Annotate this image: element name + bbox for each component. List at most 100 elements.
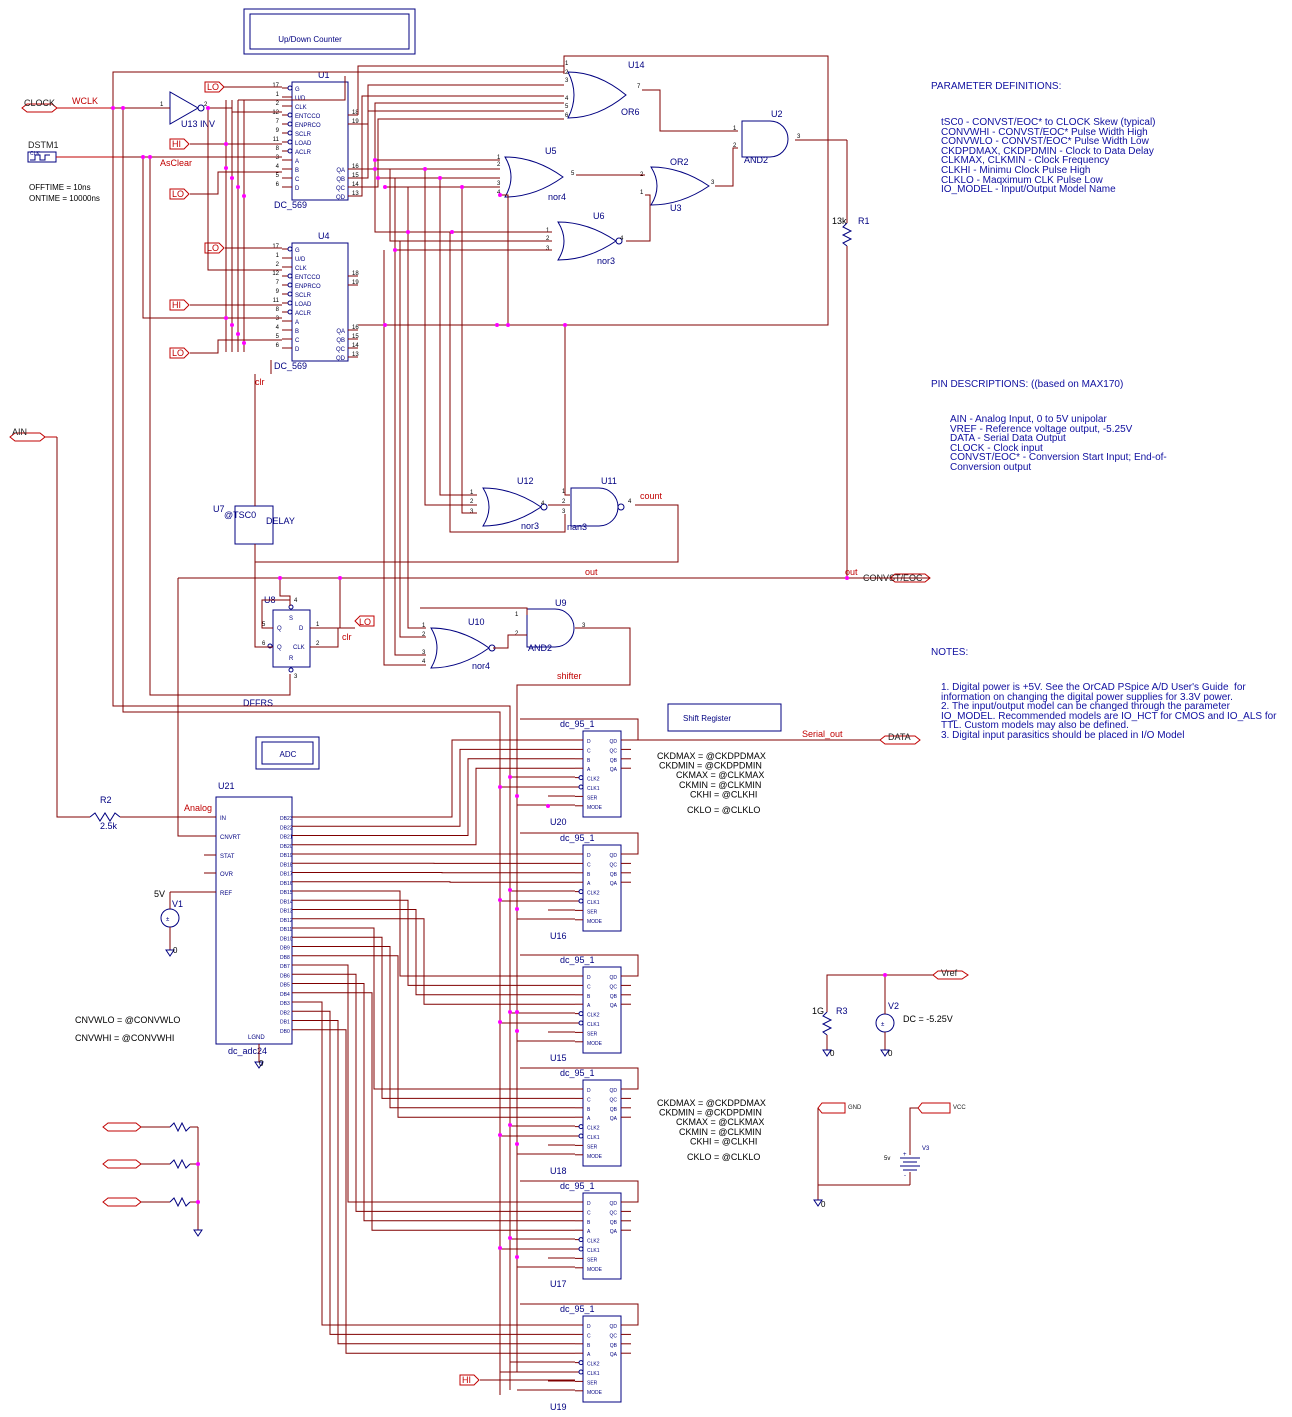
shifter-wire bbox=[516, 627, 631, 1372]
u1-counter-pin-num-8: 3 bbox=[276, 155, 280, 161]
sr-5-lpin-label-5: CLK1 bbox=[587, 1371, 600, 1377]
u10-in2 bbox=[399, 241, 426, 638]
sr-3-lpin-label-2: B bbox=[587, 1107, 591, 1113]
sr-2-lpin-label-6: SER bbox=[587, 1031, 598, 1037]
sr-params-b-4: CKHI = @CLKHI bbox=[690, 1136, 757, 1146]
sr-0-lpin-label-6: SER bbox=[587, 795, 598, 801]
lo-tie-3-flag bbox=[204, 242, 225, 254]
notes-title: NOTES: bbox=[931, 647, 969, 659]
r2-ref: R2 bbox=[100, 795, 112, 805]
adc-left-label-0: IN bbox=[220, 816, 226, 822]
param-defs-0: tSC0 - CONVST/EOC* to CLOCK Skew (typica… bbox=[941, 116, 1156, 128]
v2-sign: ± bbox=[881, 1022, 885, 1028]
sr-5-rpin-label-2: QB bbox=[610, 1343, 618, 1349]
sr-0-rpin-label-1: QC bbox=[610, 748, 618, 754]
adc-right-label-9: DB14 bbox=[280, 899, 293, 905]
junction-dot-9 bbox=[373, 167, 377, 171]
u10-out bbox=[493, 634, 527, 649]
r1-value: 13k bbox=[832, 216, 847, 226]
u4-counter-type: DC_569 bbox=[274, 361, 307, 371]
sr-5-ref: U19 bbox=[550, 1402, 567, 1412]
db-route-14 bbox=[300, 946, 575, 1109]
lo-tie-4-label: LO bbox=[172, 348, 184, 358]
u4-counter-pin-label-0: G bbox=[295, 248, 300, 254]
db-route-19 bbox=[300, 992, 575, 1231]
inv-out-to-u4 bbox=[207, 108, 282, 271]
sr-5-type: dc_95_1 bbox=[560, 1304, 595, 1314]
u4-counter-bubble-4 bbox=[287, 282, 293, 288]
gnd-symbol bbox=[813, 1199, 823, 1207]
v3-plus: + bbox=[903, 1152, 907, 1158]
u12-in3 bbox=[461, 187, 477, 514]
u4-counter-tpin-num-0: 18 bbox=[352, 271, 359, 277]
pin-desc-1: VREF - Reference voltage output, -5.25V bbox=[950, 423, 1133, 435]
u1-counter-rpin-num-0: 16 bbox=[352, 164, 359, 170]
u4-counter-pin-num-0: 17 bbox=[272, 244, 279, 250]
adc-right-label-18: DB5 bbox=[280, 983, 290, 989]
u1-counter-rpin-label-0: QA bbox=[336, 168, 345, 174]
u6-in1 bbox=[374, 160, 552, 233]
junction-dot-15 bbox=[506, 323, 510, 327]
u1-counter-bubble-6 bbox=[287, 139, 293, 145]
or2-u3-ref: U3 bbox=[670, 203, 682, 213]
param-defs-1: CONVWHI - CONVST/EOC* Pulse Width High bbox=[941, 126, 1148, 138]
v1-ref: V1 bbox=[172, 899, 183, 909]
u4-counter-rpin-num-1: 15 bbox=[352, 334, 359, 340]
u8-r-bubble bbox=[288, 667, 294, 673]
sr-3-lpin-label-4: CLK2 bbox=[587, 1126, 600, 1132]
u4-counter-rpin-num-2: 14 bbox=[352, 343, 359, 349]
db-route-23 bbox=[300, 1029, 575, 1354]
sr-2-bubble-5 bbox=[578, 1020, 584, 1026]
sr-1-lpin-label-0: D bbox=[587, 853, 591, 859]
sr-2-lpin-label-3: A bbox=[587, 1003, 591, 1009]
sr-4-lpin-label-3: A bbox=[587, 1229, 591, 1235]
gate-pin-num-4: 5 bbox=[565, 104, 569, 110]
spare-port-1 bbox=[102, 1159, 142, 1169]
junction-dot-41 bbox=[498, 1020, 502, 1024]
u4-counter-pin-num-2: 2 bbox=[276, 262, 280, 268]
u4-counter-rpin-label-0: QA bbox=[336, 329, 345, 335]
adc-left-label-4: REF bbox=[220, 891, 232, 897]
adc-right-label-8: DB15 bbox=[280, 890, 293, 896]
u1-counter-bubble-7 bbox=[287, 148, 293, 154]
u1-counter-pin-num-3: 12 bbox=[272, 110, 279, 116]
lo-tie-1-flag bbox=[204, 81, 225, 93]
sr-0-lpin-label-1: C bbox=[587, 748, 591, 754]
adc-box-inner bbox=[261, 741, 314, 765]
u1-counter-pin-label-1: U/D bbox=[295, 96, 306, 102]
notes-2: 2. The input/output model can be changed… bbox=[941, 701, 1230, 713]
sr-1-rpin-label-1: QC bbox=[610, 862, 618, 868]
db-route-10 bbox=[300, 909, 575, 996]
u6-in2 bbox=[389, 169, 552, 242]
v3-minus: - bbox=[904, 1173, 906, 1179]
sr-1-lpin-label-1: C bbox=[587, 862, 591, 868]
junction-dot-44 bbox=[498, 1133, 502, 1137]
sr-2-lpin-label-2: B bbox=[587, 994, 591, 1000]
sr-params-b-1: CKDMIN = @CKDPDMIN bbox=[659, 1108, 762, 1118]
sr-2-rpin-label-1: QC bbox=[610, 984, 618, 990]
sr-1-rpin-label-3: QA bbox=[610, 881, 618, 887]
u4-counter-pin-label-4: ENPRCO bbox=[295, 284, 321, 290]
u4-counter-bubble-7 bbox=[287, 309, 293, 315]
u4-counter-pin-num-5: 9 bbox=[276, 289, 280, 295]
gate-pin-num-21: 4 bbox=[620, 236, 624, 242]
u1-qa bbox=[358, 102, 564, 170]
u1-counter-rpin-num-3: 13 bbox=[352, 191, 359, 197]
u11-nan3-body bbox=[570, 487, 619, 527]
vcc-port-label: VCC bbox=[953, 1105, 966, 1111]
junction-dot-23 bbox=[224, 316, 228, 320]
u4-counter-bubble-0 bbox=[287, 246, 293, 252]
sr-4-bubble-4 bbox=[578, 1237, 584, 1243]
dff-qbar-wire bbox=[254, 544, 273, 648]
u9-ref: U9 bbox=[555, 598, 567, 608]
gate-pin-num-20: 3 bbox=[546, 246, 550, 252]
hi-tie-2-flag bbox=[169, 299, 190, 311]
gate-pin-num-36: 3 bbox=[582, 623, 586, 629]
hi-tie-3-flag bbox=[459, 1374, 480, 1386]
gnd-port-shape bbox=[817, 1102, 846, 1114]
db-route-9 bbox=[300, 899, 575, 986]
adc-right-label-20: DB3 bbox=[280, 1001, 290, 1007]
sr-2-lpin-label-7: MODE bbox=[587, 1041, 603, 1047]
adc-right-label-13: DB10 bbox=[280, 936, 293, 942]
u1-enp bbox=[358, 84, 564, 125]
